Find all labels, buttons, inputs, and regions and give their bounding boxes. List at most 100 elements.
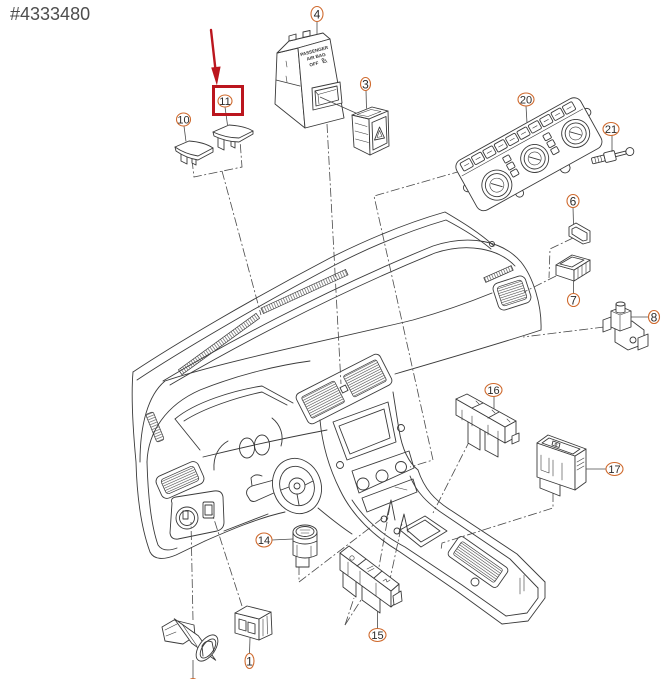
- location-marker: [385, 499, 396, 522]
- panel-outline: [169, 490, 225, 540]
- callout-number: 4: [314, 7, 321, 21]
- cluster-dial-arc: [213, 440, 229, 471]
- grille: [145, 411, 165, 443]
- console-end-inner: [505, 587, 539, 617]
- knob-ring: [564, 122, 587, 145]
- armrest-storage: [447, 536, 509, 588]
- part-6-lens: [568, 222, 591, 245]
- leader-20: [373, 170, 462, 468]
- panel-button-row: [459, 101, 576, 172]
- rotary-knob-grip: [201, 640, 215, 657]
- image-id-watermark: #4333480: [10, 4, 91, 24]
- callout-ring: [175, 112, 192, 127]
- display-screen: [338, 408, 391, 455]
- wiper-stalk: [246, 479, 277, 502]
- callout-14: 14: [255, 532, 273, 548]
- center-stack-left-edge: [319, 419, 341, 491]
- callout-leader-lines: [183, 21, 649, 679]
- part-10-cover-cap: [174, 140, 214, 166]
- callout-17: 17: [605, 461, 624, 477]
- knob-cap: [568, 126, 583, 141]
- part-headlight-switch: [161, 618, 219, 662]
- shifter-surround: [399, 515, 448, 548]
- knob-ring: [484, 173, 509, 198]
- callout-ring: [255, 532, 273, 548]
- switch-icon-dot: [554, 442, 558, 446]
- vent-louvers-right: [343, 359, 387, 398]
- leader-4: [326, 123, 342, 385]
- sensor-right-tab: [637, 333, 649, 351]
- callout-15: 15: [368, 627, 387, 643]
- panel-small-button: [506, 161, 516, 171]
- indicator-window-inner: [314, 85, 339, 107]
- small-switch-bezel: [202, 501, 215, 519]
- leader-10-11-bracket: [191, 139, 243, 178]
- button-dividers: [356, 558, 383, 579]
- hazard-triangle-icon-inner: [376, 130, 383, 138]
- dash-front-lip-inner: [146, 360, 311, 463]
- indicator-window: [311, 81, 343, 111]
- center-air-vents: [295, 353, 393, 425]
- callout-leader-6: [572, 207, 574, 225]
- knob-pointer: [569, 131, 582, 136]
- callout-ring: [566, 292, 581, 308]
- panel-small-button: [550, 146, 560, 156]
- switch-top: [234, 605, 272, 620]
- cap-face: [174, 140, 214, 157]
- housing-top-rim: [276, 32, 331, 54]
- callout-ring: [484, 382, 503, 398]
- switch-button: [559, 256, 585, 268]
- button-icons: [475, 400, 511, 423]
- arrow-head: [211, 66, 221, 86]
- panel-button-icons: [464, 106, 572, 167]
- bulb-stem: [614, 150, 627, 158]
- switch-side-clips: [540, 454, 563, 481]
- callout-ring: [310, 5, 324, 23]
- callout-1: 1: [244, 652, 255, 670]
- highlight-annotation: [209, 28, 244, 116]
- icon-body: [322, 58, 328, 64]
- switch-top-inner: [541, 437, 581, 455]
- icon-head: [321, 58, 324, 61]
- dashboard-assembly: [131, 211, 546, 625]
- part-4-airbag-off-indicator-housing: PASSENGER AIR BAG OFF: [274, 30, 345, 129]
- panel-small-button: [502, 154, 512, 164]
- vent-louvers: [496, 279, 528, 307]
- callout-ring: [359, 76, 372, 92]
- hazard-triangle-icon: [374, 126, 385, 141]
- climate-knob: [375, 469, 389, 483]
- storage-tray: [361, 478, 418, 513]
- cluster-dial-arc: [271, 417, 283, 447]
- callout-ring: [244, 652, 255, 670]
- center-console: [339, 469, 546, 625]
- switch-top: [555, 254, 591, 271]
- knob-ring: [523, 147, 546, 170]
- callout-leader-20: [525, 105, 528, 124]
- switch-lens: [238, 618, 247, 632]
- switch-top-icon: [551, 440, 561, 448]
- switch-front-icon: [576, 457, 585, 471]
- display-bezel: [332, 401, 397, 461]
- fan-speed-knob: [520, 144, 550, 173]
- gauge: [254, 434, 270, 456]
- vent-louvers: [160, 465, 200, 495]
- panel-small-button: [546, 139, 556, 149]
- part-17-switch: [536, 434, 587, 497]
- button-body-ring: [292, 540, 318, 545]
- callout-21: 21: [602, 121, 620, 137]
- cluster-lower-trim: [202, 429, 328, 458]
- dash-top-rear-edge: [162, 239, 542, 382]
- callout-8: 8: [647, 309, 661, 324]
- defroster-grille-left: [177, 312, 261, 376]
- callout-20: 20: [517, 92, 535, 107]
- headlight-switch-grip: [182, 510, 189, 520]
- callout-leader-10: [183, 125, 187, 142]
- part-7-switch: [555, 254, 591, 282]
- callout-ring: [605, 461, 624, 477]
- callout-ring: [368, 627, 387, 643]
- light-switch-panel: [169, 490, 225, 540]
- leader-14: [298, 516, 385, 583]
- switch-lens: [247, 621, 256, 635]
- highlight-box-callout-11: [212, 85, 244, 116]
